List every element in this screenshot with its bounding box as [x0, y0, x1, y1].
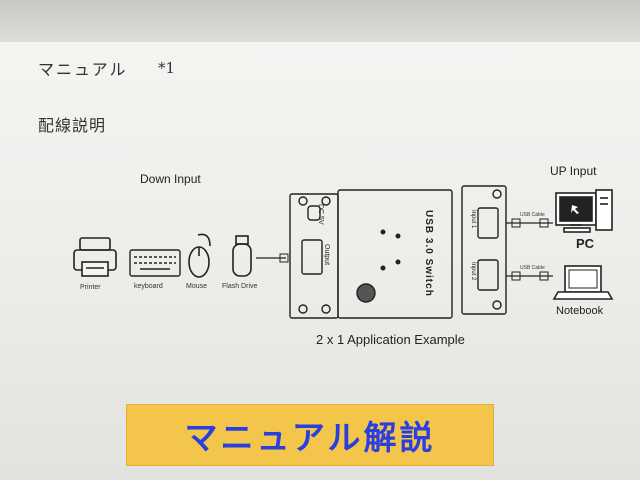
flash-drive-icon — [232, 235, 252, 277]
footnote-mark: *1 — [158, 59, 176, 77]
output-label: Output — [323, 244, 330, 266]
dc-label: DC 5V — [317, 204, 324, 225]
down-input-label: Down Input — [140, 172, 201, 186]
title-banner: マニュアル解説 — [126, 404, 494, 466]
notebook-icon — [552, 265, 614, 300]
banner-text: マニュアル解説 — [184, 418, 436, 457]
keyboard-label: keyboard — [134, 283, 163, 290]
usb-cable-label-1: USB Cable — [520, 212, 545, 218]
keyboard-icon — [129, 249, 181, 277]
usb-cable-label-2: USB Cable — [520, 265, 545, 271]
flash-drive-label: Flash Drive — [222, 283, 258, 290]
switch-input-side — [461, 185, 507, 315]
notebook-label: Notebook — [556, 305, 604, 317]
input-2-label: Input 2 — [470, 262, 476, 281]
page-title: マニュアル — [38, 60, 128, 79]
input-1-label: Input 1 — [470, 210, 476, 229]
switch-label: USB 3.0 Switch — [423, 210, 434, 297]
diagram-caption: 2 x 1 Application Example — [316, 332, 465, 347]
mouse-label: Mouse — [186, 283, 208, 290]
mouse-icon — [188, 233, 211, 278]
printer-label: Printer — [80, 284, 101, 291]
up-input-label: UP Input — [550, 164, 597, 178]
pc-label: PC — [576, 236, 595, 251]
section-title: 配線説明 — [38, 116, 107, 135]
pc-icon — [555, 189, 613, 233]
printer-icon — [73, 237, 117, 277]
background-strip — [0, 0, 640, 42]
usb-switch-device — [289, 189, 453, 319]
